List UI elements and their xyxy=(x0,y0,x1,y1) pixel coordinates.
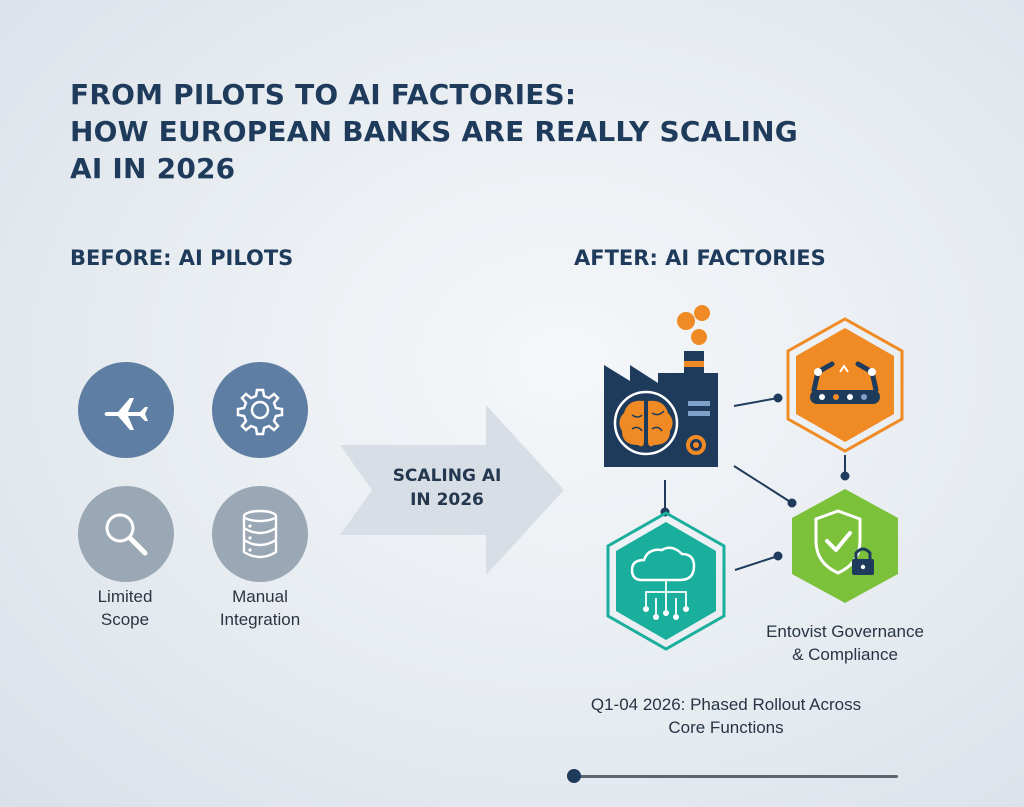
magnifier-circle xyxy=(78,486,174,582)
title-line-2: HOW EUROPEAN BANKS ARE REALLY SCALING xyxy=(70,115,798,148)
timeline-marker xyxy=(567,769,581,783)
gear-icon xyxy=(236,388,284,436)
airplane-circle xyxy=(78,362,174,458)
page-title: FROM PILOTS TO AI FACTORIES: HOW EUROPEA… xyxy=(70,76,950,187)
factory-brain-icon xyxy=(604,305,718,467)
title-line-3: AI IN 2026 xyxy=(70,152,236,185)
database-icon xyxy=(242,509,278,559)
database-circle xyxy=(212,486,308,582)
before-heading: BEFORE: AI PILOTS xyxy=(70,246,294,270)
airplane-icon xyxy=(104,398,148,430)
rollout-label: Q1-04 2026: Phased Rollout Across Core F… xyxy=(590,695,862,737)
robot-conveyor-icon xyxy=(786,317,904,453)
cloud-network-icon xyxy=(606,511,726,651)
shield-lock-icon xyxy=(792,489,898,603)
timeline-track xyxy=(574,775,898,778)
gear-circle xyxy=(212,362,308,458)
title-line-1: FROM PILOTS TO AI FACTORIES: xyxy=(70,78,577,111)
scaling-arrow xyxy=(340,405,564,575)
magnifier-icon xyxy=(105,513,148,556)
after-heading: AFTER: AI FACTORIES xyxy=(574,246,826,270)
scaling-arrow-label: SCALING AI IN 2026 xyxy=(392,466,502,510)
manual-integration-caption: Manual Integration xyxy=(219,587,301,629)
limited-scope-caption: Limited Scope xyxy=(97,587,153,629)
governance-label: Entovist Governance & Compliance xyxy=(766,622,924,664)
